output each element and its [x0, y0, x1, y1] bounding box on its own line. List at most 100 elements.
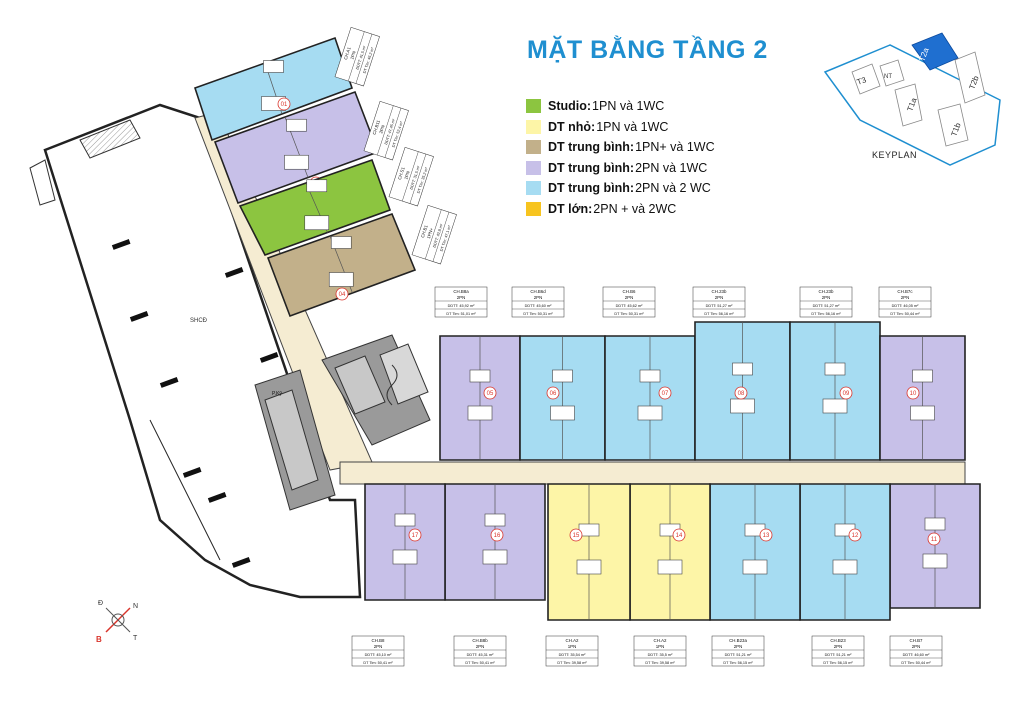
bed-icon: [639, 369, 661, 383]
keyplan-label-t3: T3: [856, 75, 868, 87]
legend-item: DT trung bình: 2PN và 1WC: [526, 158, 715, 179]
shcd-label: SHCĐ: [190, 318, 208, 324]
unit-number-badge: [734, 386, 748, 400]
info-box: [453, 635, 507, 667]
info-area-net: DDTT: 51,27 m²: [706, 304, 734, 308]
technical-core-left: P.Kỹ: [254, 369, 336, 511]
bed-icon: [286, 118, 307, 132]
bed-icon: [306, 179, 328, 193]
info-bedrooms: 1PN+: [426, 227, 434, 240]
legend-desc: 2PN + và 2WC: [593, 201, 677, 216]
unit-number: 11: [931, 537, 938, 543]
unit-number: 17: [412, 533, 419, 539]
info-unit-type: CH.23b: [819, 289, 834, 294]
info-area-net: DDTT: 35,54 m²: [559, 653, 587, 657]
stair-top: [79, 119, 141, 159]
info-unit-type: CH.A1: [343, 46, 352, 60]
unit-number-badge: [335, 287, 349, 301]
unit-number: 09: [843, 391, 850, 397]
legend-desc: 1PN+ và 1WC: [635, 140, 715, 155]
info-box: [878, 286, 932, 318]
info-area-net: DDTT: 31,5 m²: [409, 165, 421, 190]
info-box: [511, 286, 565, 318]
info-unit-type: CH.B23a: [729, 638, 747, 643]
bed-icon: [742, 559, 768, 575]
unit-number: 15: [573, 533, 580, 539]
legend-swatch: [526, 201, 541, 216]
info-bedrooms: 2PN: [374, 644, 383, 649]
info-box: [334, 26, 380, 87]
info-area-net: DDTT: 46,05 m²: [892, 304, 920, 308]
unit-05: 05: [439, 335, 521, 461]
info-unit-type: CH.B8a: [453, 289, 469, 294]
unit-number-badge: [277, 97, 291, 111]
info-bedrooms: 2PN: [912, 644, 921, 649]
technical-room-label: P.Kỹ: [272, 391, 282, 397]
info-area-gross: DT Tim: 50,41 m²: [363, 661, 393, 665]
bed-icon: [392, 549, 418, 565]
bed-icon: [730, 398, 755, 414]
info-bedrooms: 2PN: [901, 295, 910, 300]
keyplan-label-nt: NT: [884, 74, 892, 80]
info-area-gross: DT Tim: 50,31 m²: [523, 312, 553, 316]
info-box: [388, 146, 434, 207]
unit-04: 04: [266, 212, 417, 318]
info-unit-type: CH.B7: [910, 638, 923, 643]
unit-12: 12: [799, 483, 891, 621]
legend-desc: 1PN và 1WC: [592, 99, 665, 114]
info-area-gross: DT Tim: 50,44 m²: [901, 661, 931, 665]
legend-item: DT lớn: 2PN + và 2WC: [526, 199, 715, 220]
keyplan-t2b: [954, 51, 986, 104]
unit-number: 12: [852, 533, 859, 539]
info-area-net: DDTT: 46,60 m²: [903, 653, 931, 657]
info-unit-type: CH.B8: [372, 638, 385, 643]
info-bedrooms: 2PN: [534, 295, 543, 300]
unit-number-badge: [490, 528, 504, 542]
bed-icon: [304, 215, 330, 231]
info-divider: [425, 209, 442, 260]
info-area-gross: DT Tim: 56,15 m²: [823, 661, 853, 665]
bed-icon: [922, 553, 948, 569]
info-area-gross: DT Tim: 56,16 m²: [811, 312, 841, 316]
keyplan-caption: KEYPLAN: [872, 150, 918, 160]
unit-number-badge: [759, 528, 773, 542]
info-area-net: DDTT: 45,92 m²: [448, 304, 476, 308]
unit-07: 07: [604, 335, 696, 461]
keyplan-t1a: [894, 83, 923, 127]
bed-icon: [484, 513, 506, 527]
info-unit-type: CH.A2: [566, 638, 579, 643]
info-area-net: DDTT: 51,21 m²: [725, 653, 753, 657]
bed-icon: [469, 369, 491, 383]
info-area-net: DDTT: 45,10 m²: [365, 653, 393, 657]
info-unit-type: CH.23b: [712, 289, 727, 294]
bed-icon: [394, 513, 416, 527]
info-bedrooms: 1PN: [656, 644, 665, 649]
info-area-net: DDTT: 45,62 m²: [616, 304, 644, 308]
unit-14: 14: [629, 483, 711, 621]
bed-icon: [284, 154, 309, 170]
unit-11: 11: [889, 483, 981, 609]
unit-number-badge: [839, 386, 853, 400]
unit-16: 16: [444, 483, 546, 601]
keyplan-t3: [851, 63, 881, 95]
unit-number-badge: [546, 386, 560, 400]
unit-number-badge: [408, 528, 422, 542]
legend-desc: 1PN và 1WC: [596, 119, 669, 134]
info-divider: [384, 108, 402, 158]
info-box: [692, 286, 746, 318]
info-divider: [409, 154, 427, 204]
info-unit-type: CH.B11: [372, 119, 382, 135]
unit-number: 04: [339, 292, 346, 298]
unit-number-badge: [569, 528, 583, 542]
info-box: [363, 100, 409, 161]
info-bedrooms: 2PN: [625, 295, 634, 300]
unit-13: 13: [709, 483, 801, 621]
info-unit-type: CH.B6: [623, 289, 636, 294]
